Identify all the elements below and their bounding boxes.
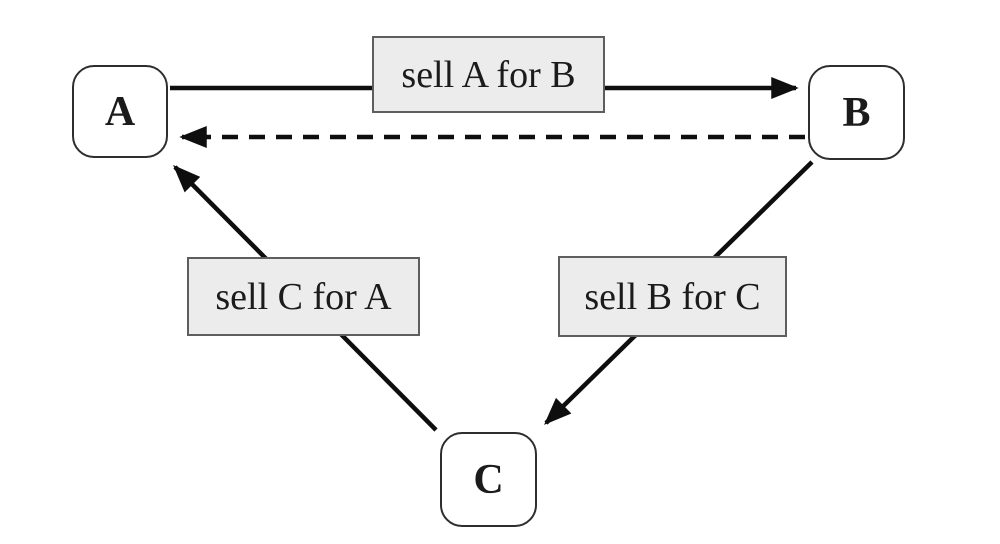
- node-b-label: B: [842, 89, 871, 136]
- node-c: C: [440, 432, 537, 527]
- edge-label-sell-a-for-b: sell A for B: [372, 36, 605, 113]
- edge-label-text: sell A for B: [401, 53, 576, 96]
- node-b: B: [808, 65, 905, 160]
- node-a: A: [72, 65, 168, 158]
- edge-label-sell-b-for-c: sell B for C: [558, 256, 787, 337]
- node-c-label: C: [473, 456, 504, 503]
- edge-label-text: sell C for A: [215, 275, 392, 318]
- edge-label-text: sell B for C: [584, 275, 761, 318]
- node-a-label: A: [104, 88, 136, 135]
- edge-label-sell-c-for-a: sell C for A: [187, 257, 420, 336]
